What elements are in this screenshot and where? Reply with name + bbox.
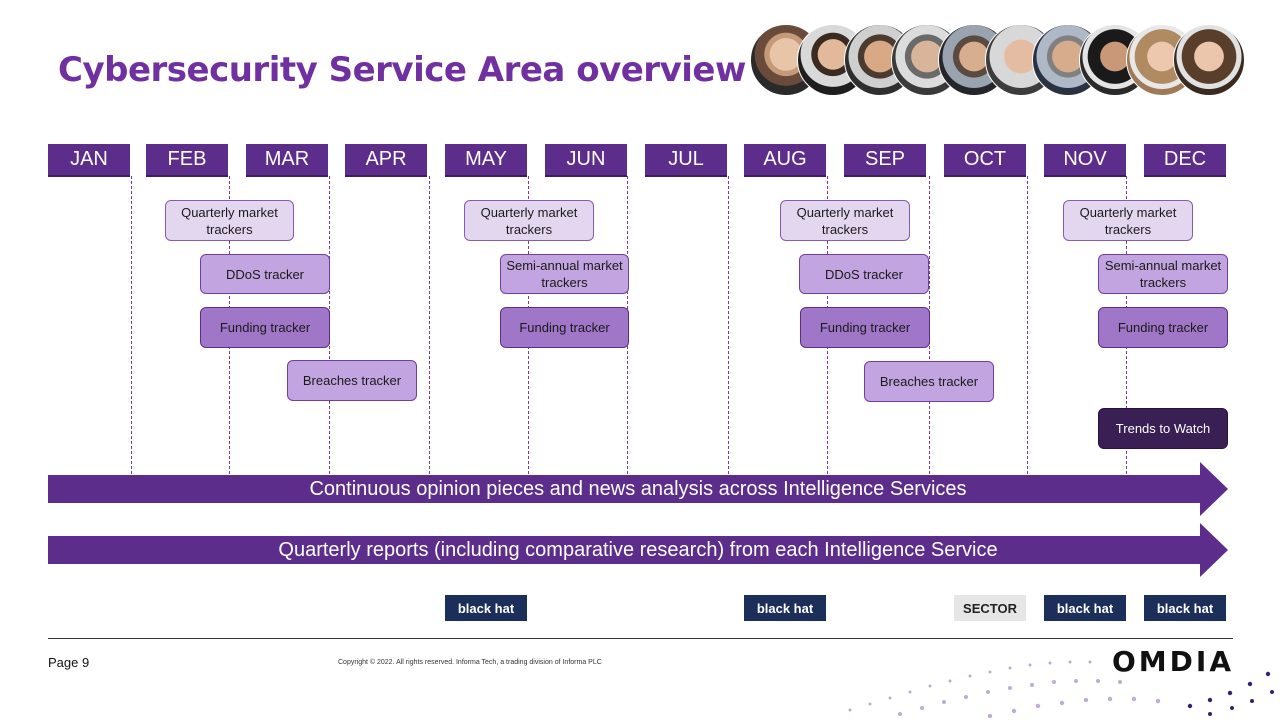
month-header-jun: JUN	[545, 144, 627, 177]
breaches-tracker-sep: Breaches tracker	[864, 361, 994, 402]
quarterly-trackers-nov: Quarterly market trackers	[1063, 200, 1193, 241]
semi-annual-trackers-dec: Semi-annual market trackers	[1098, 254, 1228, 294]
quarterly-reports-arrow: Quarterly reports (including comparative…	[48, 523, 1228, 577]
arrow-head-icon	[1200, 462, 1228, 516]
month-header-sep: SEP	[844, 144, 926, 177]
gridline	[1027, 176, 1028, 474]
month-header-jul: JUL	[645, 144, 727, 177]
gridline	[131, 176, 132, 474]
blackhat-logo-may: black hat	[445, 595, 527, 621]
gridline	[429, 176, 430, 474]
month-header-jan: JAN	[48, 144, 130, 177]
quarterly-trackers-may: Quarterly market trackers	[464, 200, 594, 241]
funding-tracker-jun: Funding tracker	[500, 307, 629, 348]
funding-tracker-sep: Funding tracker	[800, 307, 930, 348]
month-header-oct: OCT	[944, 144, 1026, 177]
blackhat-logo-dec: black hat	[1144, 595, 1226, 621]
trends-to-watch-dec: Trends to Watch	[1098, 408, 1228, 449]
dotted-wave-decoration	[848, 660, 1274, 719]
gridline	[728, 176, 729, 474]
month-header-may: MAY	[445, 144, 527, 177]
ddos-tracker-mar: DDoS tracker	[200, 254, 330, 294]
arrow-label: Quarterly reports (including comparative…	[278, 539, 998, 561]
month-header-mar: MAR	[246, 144, 328, 177]
quarterly-trackers-feb: Quarterly market trackers	[165, 200, 294, 241]
month-header-nov: NOV	[1044, 144, 1126, 177]
person-avatar	[1173, 24, 1245, 96]
blackhat-logo-aug: black hat	[744, 595, 826, 621]
sector-logo-oct: SECTOR	[954, 595, 1026, 621]
funding-tracker-dec: Funding tracker	[1098, 307, 1228, 348]
footer-divider	[48, 638, 1233, 639]
semi-annual-trackers-jun: Semi-annual market trackers	[500, 254, 629, 294]
copyright-notice: Copyright © 2022. All rights reserved. I…	[338, 659, 602, 666]
funding-tracker-mar: Funding tracker	[200, 307, 330, 348]
month-header-dec: DEC	[1144, 144, 1226, 177]
month-header-aug: AUG	[744, 144, 826, 177]
arrow-head-icon	[1200, 523, 1228, 577]
ddos-tracker-sep: DDoS tracker	[799, 254, 929, 294]
arrow-body	[48, 536, 1200, 564]
arrow-label: Continuous opinion pieces and news analy…	[309, 478, 967, 500]
arrow-body	[48, 475, 1200, 503]
omdia-logo: OMDIA	[1112, 645, 1234, 678]
blackhat-logo-nov: black hat	[1044, 595, 1126, 621]
continuous-analysis-arrow: Continuous opinion pieces and news analy…	[48, 462, 1228, 516]
month-header-feb: FEB	[146, 144, 228, 177]
quarterly-trackers-aug: Quarterly market trackers	[780, 200, 910, 241]
month-header-apr: APR	[345, 144, 427, 177]
page-number: Page 9	[48, 655, 90, 670]
breaches-tracker-apr: Breaches tracker	[287, 360, 417, 401]
slide-title: Cybersecurity Service Area overview 2023	[58, 50, 850, 90]
